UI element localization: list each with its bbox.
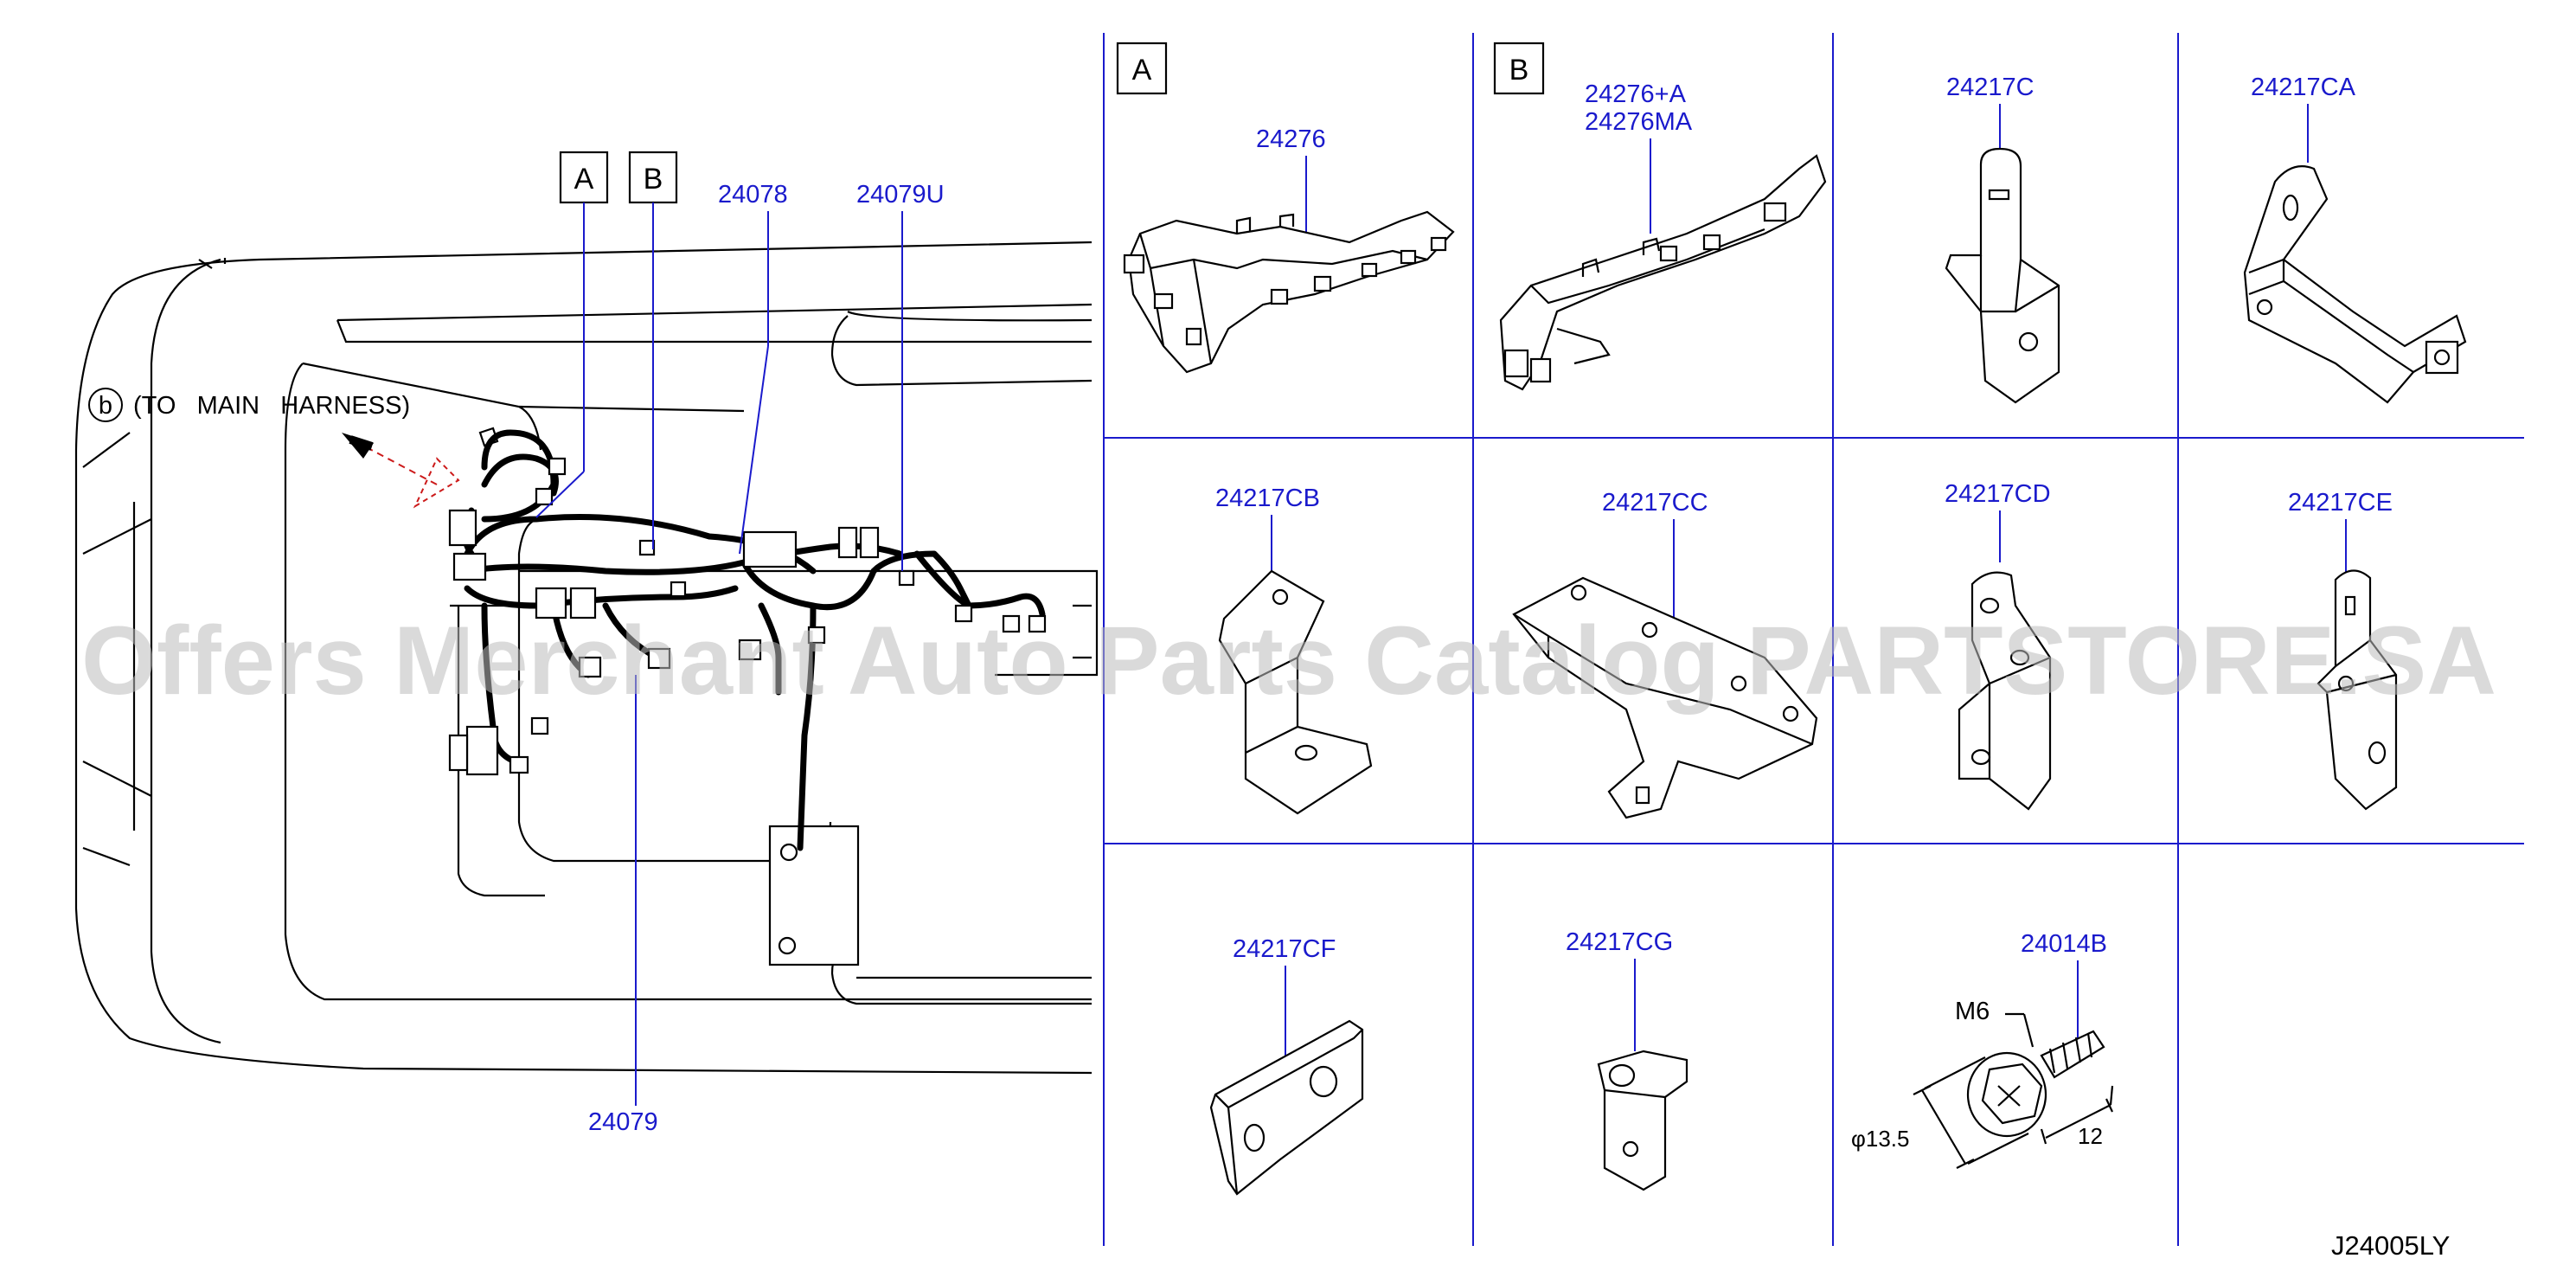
part-24217cb[interactable]: 24217CB [1215,485,1320,512]
cell-c: 24217C [1945,74,2060,404]
part-24217cd[interactable]: 24217CD [1945,480,2051,508]
watermark: Offers Merchant Auto Parts Catalog PARTS… [81,607,2496,715]
part-24217cg[interactable]: 24217CG [1566,928,1673,956]
cell-b: B 24276+A 24276MA [1493,42,1827,391]
parts-grid [1103,33,2524,1246]
part-24217cc[interactable]: 24217CC [1602,489,1708,517]
bracket-24217ca-drawing [2243,165,2467,404]
note-marker: b [99,392,112,420]
note-text: (TO MAIN HARNESS) [133,392,410,420]
label-24079u[interactable]: 24079U [856,181,945,209]
part-24217c[interactable]: 24217C [1946,74,2035,101]
diameter-spec: φ13.5 [1851,1126,1909,1152]
bracket-24217ce-drawing [2316,569,2398,811]
bracket-24217cd-drawing [1958,571,2052,811]
bracket-24217cc-drawing [1512,576,1818,819]
thread-spec: M6 [1955,998,1990,1025]
vehicle-outline [74,241,1099,1075]
callout-b-label: B [644,163,663,196]
cell-cb: 24217CB [1215,485,1373,815]
part-24217ce[interactable]: 24217CE [2288,489,2393,517]
cell-a: A 24276 [1116,42,1455,374]
cell-cg: 24217CG [1566,928,1688,1191]
bracket-24217cg-drawing [1597,1050,1688,1191]
note-marker-circle [88,388,123,422]
bracket-24276ma-drawing [1499,154,1827,391]
cell-cd: 24217CD [1945,480,2052,811]
cell-cc: 24217CC [1512,489,1818,819]
harness-connectors [448,427,1047,776]
callout-a-box[interactable]: A [559,151,609,204]
cell-ce: 24217CE [2288,489,2398,811]
callout-a-label: A [574,163,594,196]
bracket-24217cb-drawing [1218,569,1373,815]
part-24276-a[interactable]: 24276+A [1585,80,1687,108]
part-24276ma[interactable]: 24276MA [1585,108,1693,136]
bracket-24217c-drawing [1945,147,2060,404]
cell-cf: 24217CF [1209,935,1364,1196]
length-spec: 12 [2078,1123,2103,1149]
bolt-drawing [1966,1030,2105,1138]
cell-bolt: 24014B M6 φ13.5 12 [1851,930,2114,1169]
section-b-label: B [1509,54,1529,87]
diagram-code: J24005LY [2331,1230,2450,1261]
part-24217cf[interactable]: 24217CF [1233,935,1336,963]
part-24014b[interactable]: 24014B [2021,930,2107,958]
label-24078[interactable]: 24078 [718,181,788,209]
to-main-harness-arrow [342,433,460,509]
section-a-label: A [1132,54,1152,87]
bracket-24276-drawing [1123,210,1455,374]
callout-b-box[interactable]: B [628,151,678,204]
label-24079[interactable]: 24079 [588,1108,658,1136]
part-24217ca[interactable]: 24217CA [2251,74,2356,101]
part-24276[interactable]: 24276 [1256,125,1326,153]
cell-ca: 24217CA [2243,74,2467,404]
bracket-24217cf-drawing [1209,1019,1364,1196]
